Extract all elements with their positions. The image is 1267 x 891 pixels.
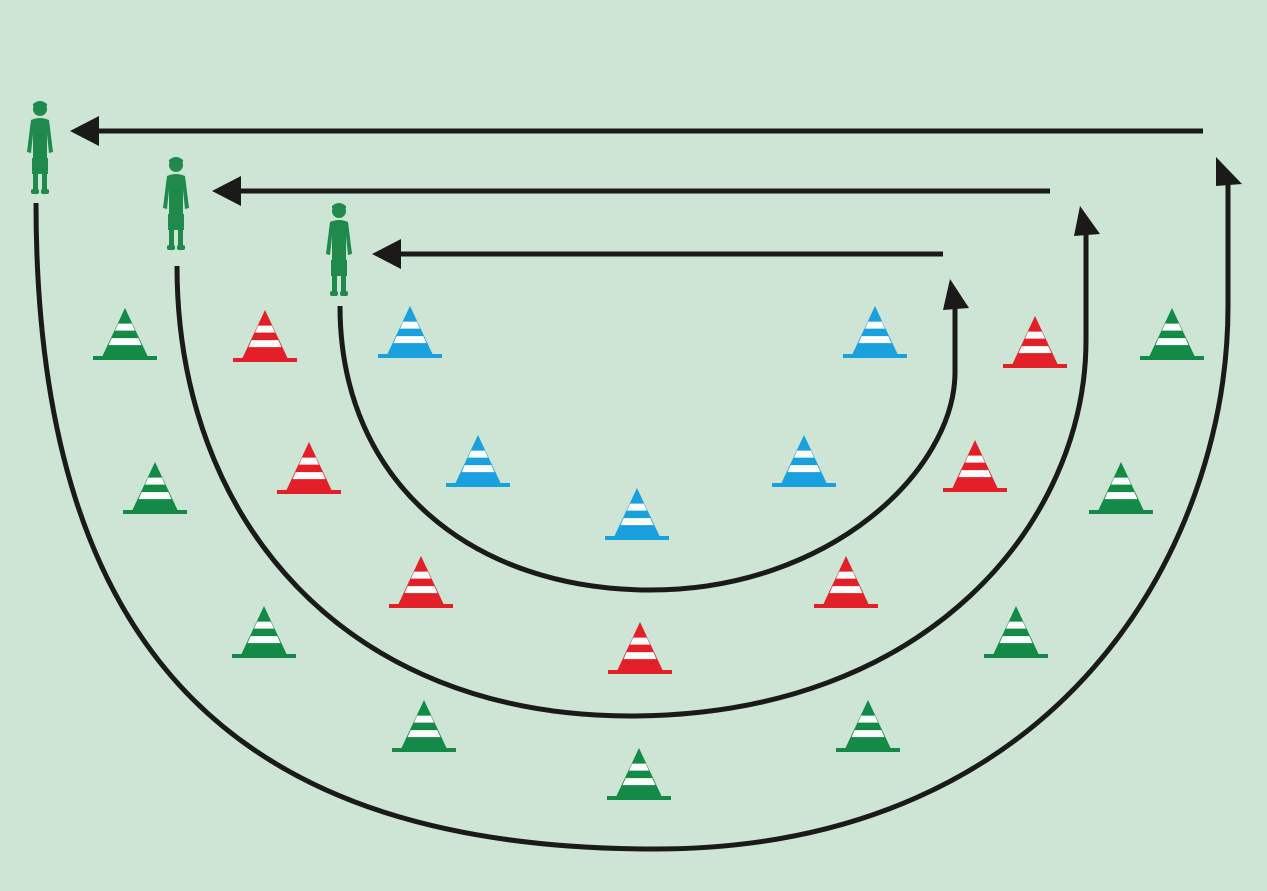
- arrow-left-icon: [212, 176, 241, 206]
- cone-icon: [93, 308, 157, 360]
- cone-icon: [843, 306, 907, 358]
- arrow-up-icon: [1216, 157, 1242, 186]
- player-icon: [27, 101, 53, 194]
- cone-icon: [389, 556, 453, 608]
- path-inner: [337, 239, 969, 593]
- player-icon: [163, 157, 189, 250]
- cone-icon: [233, 310, 297, 362]
- curve-path-outer: [33, 182, 1231, 852]
- cone-icon: [984, 606, 1048, 658]
- arrow-up-icon: [1074, 206, 1100, 236]
- cone-icon: [814, 556, 878, 608]
- cone-icon: [772, 435, 836, 487]
- cone-icon: [446, 435, 510, 487]
- arrow-up-icon: [943, 279, 969, 310]
- curve-path-inner: [337, 305, 958, 593]
- arrow-left-icon: [70, 116, 99, 146]
- cone-icon: [608, 622, 672, 674]
- player-icon: [326, 203, 352, 296]
- cones-inner: [378, 306, 907, 540]
- cone-icon: [123, 462, 187, 514]
- cone-icon: [277, 442, 341, 494]
- cone-icon: [232, 606, 296, 658]
- cones-middle: [233, 310, 1067, 674]
- cones-outer: [93, 308, 1204, 800]
- cone-icon: [943, 440, 1007, 492]
- cone-icon: [1140, 308, 1204, 360]
- cone-icon: [607, 748, 671, 800]
- path-outer: [33, 116, 1242, 852]
- arrow-left-icon: [372, 239, 401, 269]
- cone-icon: [392, 700, 456, 752]
- running-paths: [33, 116, 1242, 852]
- cones: [93, 306, 1204, 800]
- path-middle: [174, 176, 1100, 719]
- cone-icon: [836, 700, 900, 752]
- cone-icon: [605, 488, 669, 540]
- cone-icon: [1089, 462, 1153, 514]
- cone-icon: [378, 306, 442, 358]
- cone-icon: [1003, 316, 1067, 368]
- curve-path-middle: [174, 232, 1089, 719]
